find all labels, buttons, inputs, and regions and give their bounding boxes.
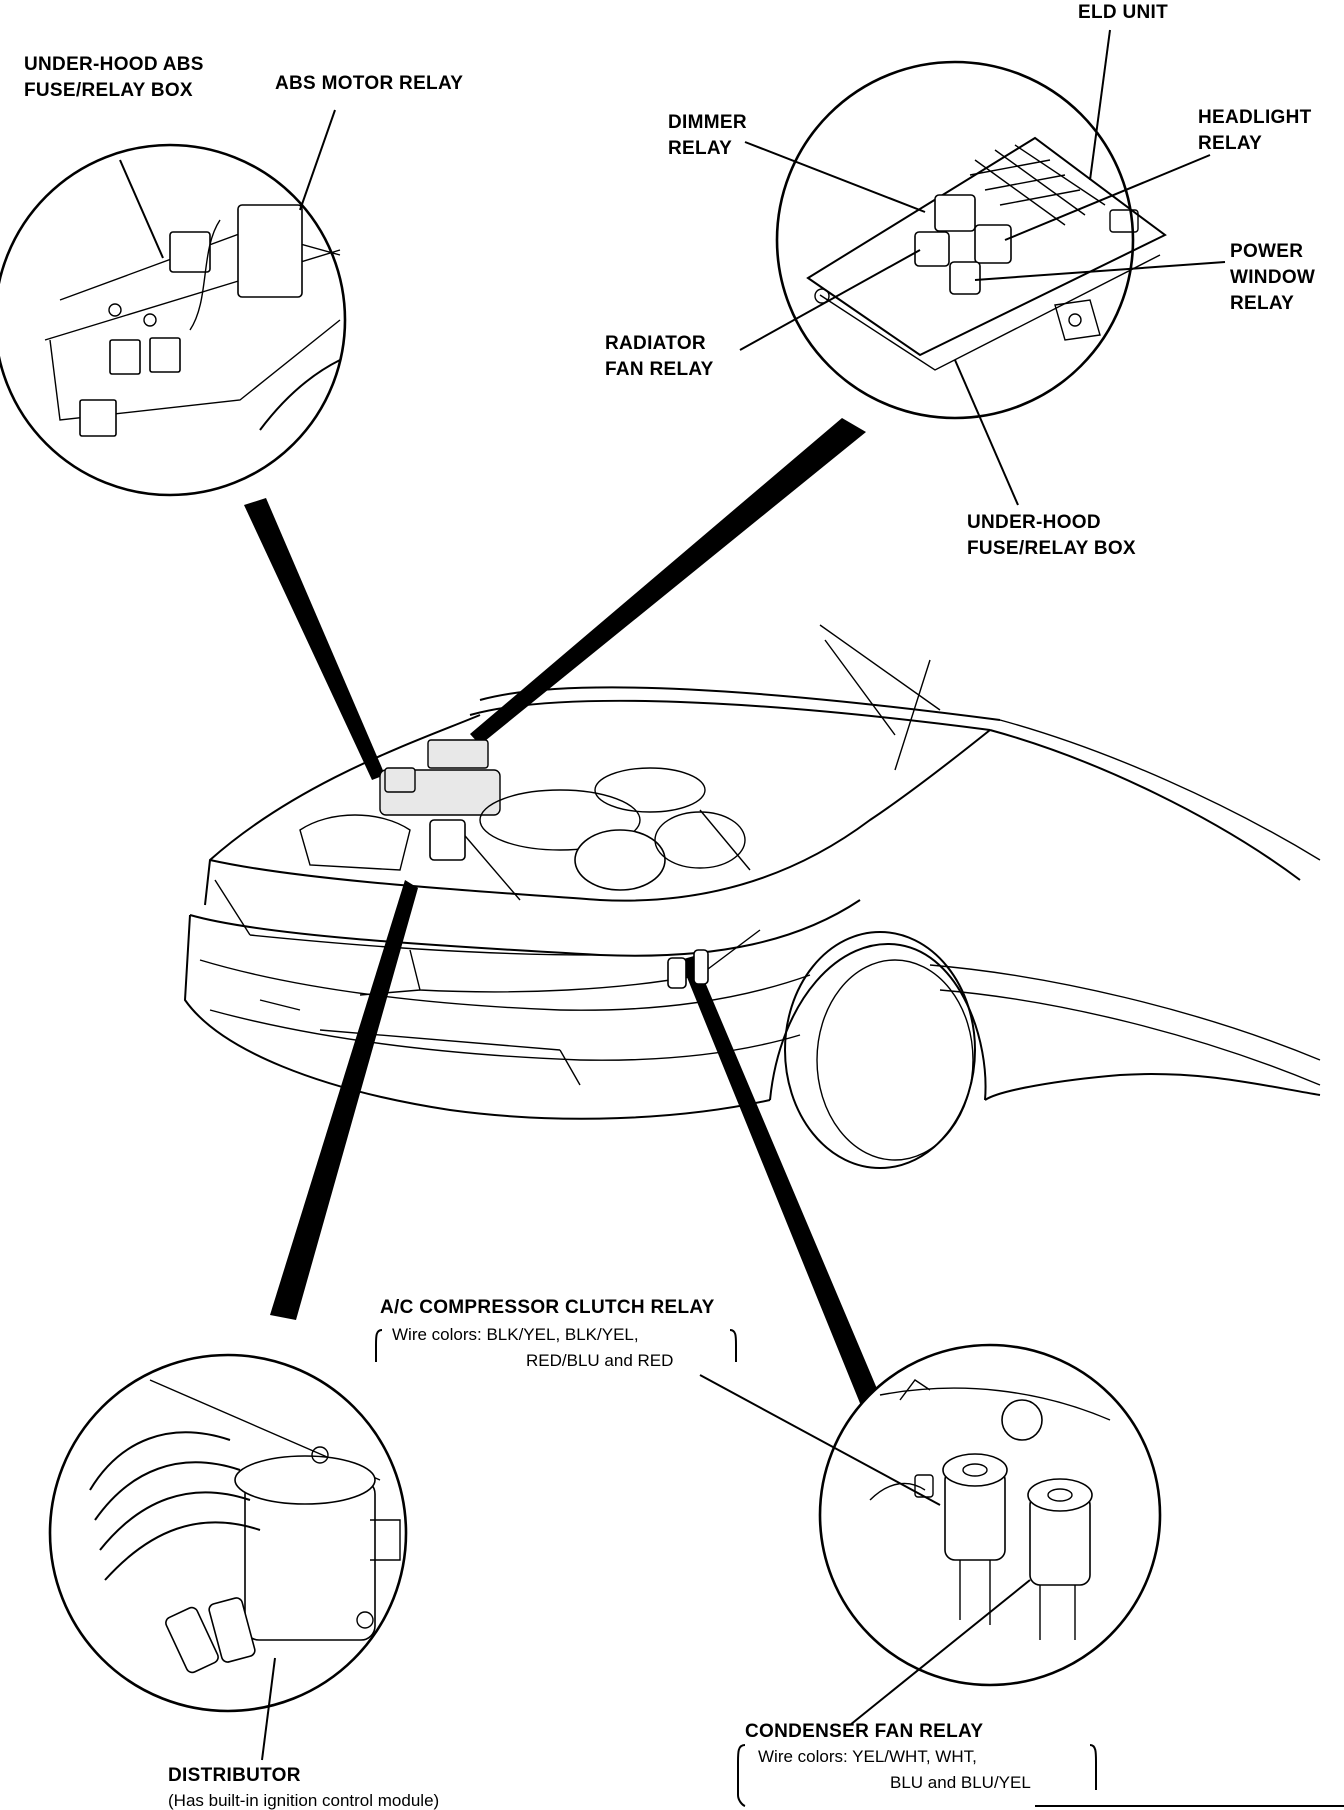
label-radiator-fan-relay-2: FAN RELAY (605, 359, 714, 380)
leader-distributor (261, 1657, 276, 1761)
brackets (375, 1329, 1344, 1807)
leader-ac-clutch (699, 1374, 941, 1506)
leader-eld (1089, 29, 1111, 181)
label-headlight-relay-2: RELAY (1198, 133, 1262, 154)
fuse-box-location (427, 739, 489, 769)
label-power-window-relay-3: RELAY (1230, 293, 1294, 314)
leader-headlight (1004, 154, 1211, 241)
leader-condenser (849, 1579, 1031, 1726)
label-ac-clutch-relay-title: A/C COMPRESSOR CLUTCH RELAY (380, 1297, 715, 1318)
labels: UNDER-HOOD ABS FUSE/RELAY BOX ABS MOTOR … (24, 2, 1315, 1810)
leader-dimmer (744, 141, 926, 213)
label-abs-motor-relay: ABS MOTOR RELAY (275, 73, 463, 94)
abs-box-location (384, 767, 416, 793)
label-power-window-relay-1: POWER (1230, 241, 1303, 262)
band-fuse-box (470, 418, 866, 745)
band-distributor (270, 880, 418, 1320)
connector-bands (244, 418, 886, 1418)
label-abs-fuse-relay-box-1: UNDER-HOOD ABS (24, 54, 204, 75)
label-condenser-fan-relay-title: CONDENSER FAN RELAY (745, 1721, 983, 1742)
label-dimmer-relay-1: DIMMER (668, 112, 747, 133)
label-ac-clutch-relay-note-1: Wire colors: BLK/YEL, BLK/YEL, (392, 1325, 639, 1344)
leader-radiator (739, 249, 921, 351)
leader-abs-box (119, 159, 164, 259)
label-radiator-fan-relay-1: RADIATOR (605, 333, 706, 354)
relay-location-1 (667, 957, 687, 989)
band-relays (680, 956, 886, 1418)
label-abs-fuse-relay-box-2: FUSE/RELAY BOX (24, 80, 193, 101)
label-headlight-relay-1: HEADLIGHT (1198, 107, 1312, 128)
label-condenser-fan-relay-note-1: Wire colors: YEL/WHT, WHT, (758, 1747, 977, 1766)
label-under-hood-fuse-relay-box-2: FUSE/RELAY BOX (967, 538, 1136, 559)
car-illustration (183, 624, 1321, 1169)
label-eld-unit: ELD UNIT (1078, 2, 1168, 23)
detail-abs-fuse-relay-box (0, 143, 347, 497)
label-ac-clutch-relay-note-2: RED/BLU and RED (526, 1351, 673, 1370)
label-condenser-fan-relay-note-2: BLU and BLU/YEL (890, 1773, 1031, 1792)
leader-lines (119, 29, 1226, 1761)
label-distributor-title: DISTRIBUTOR (168, 1765, 301, 1786)
leader-fuse-box (954, 359, 1019, 506)
label-under-hood-fuse-relay-box-1: UNDER-HOOD (967, 512, 1101, 533)
relay-location-2 (693, 949, 709, 985)
label-power-window-relay-2: WINDOW (1230, 267, 1315, 288)
leader-power-window (974, 261, 1226, 281)
detail-under-hood-fuse-relay-box (775, 60, 1167, 420)
distributor-location (429, 819, 466, 861)
band-abs-box (244, 498, 385, 780)
label-distributor-note: (Has built-in ignition control module) (168, 1791, 439, 1810)
leader-abs-motor (299, 109, 336, 211)
detail-distributor (48, 1353, 408, 1713)
label-dimmer-relay-2: RELAY (668, 138, 732, 159)
detail-condenser-ac-relays (818, 1343, 1162, 1687)
